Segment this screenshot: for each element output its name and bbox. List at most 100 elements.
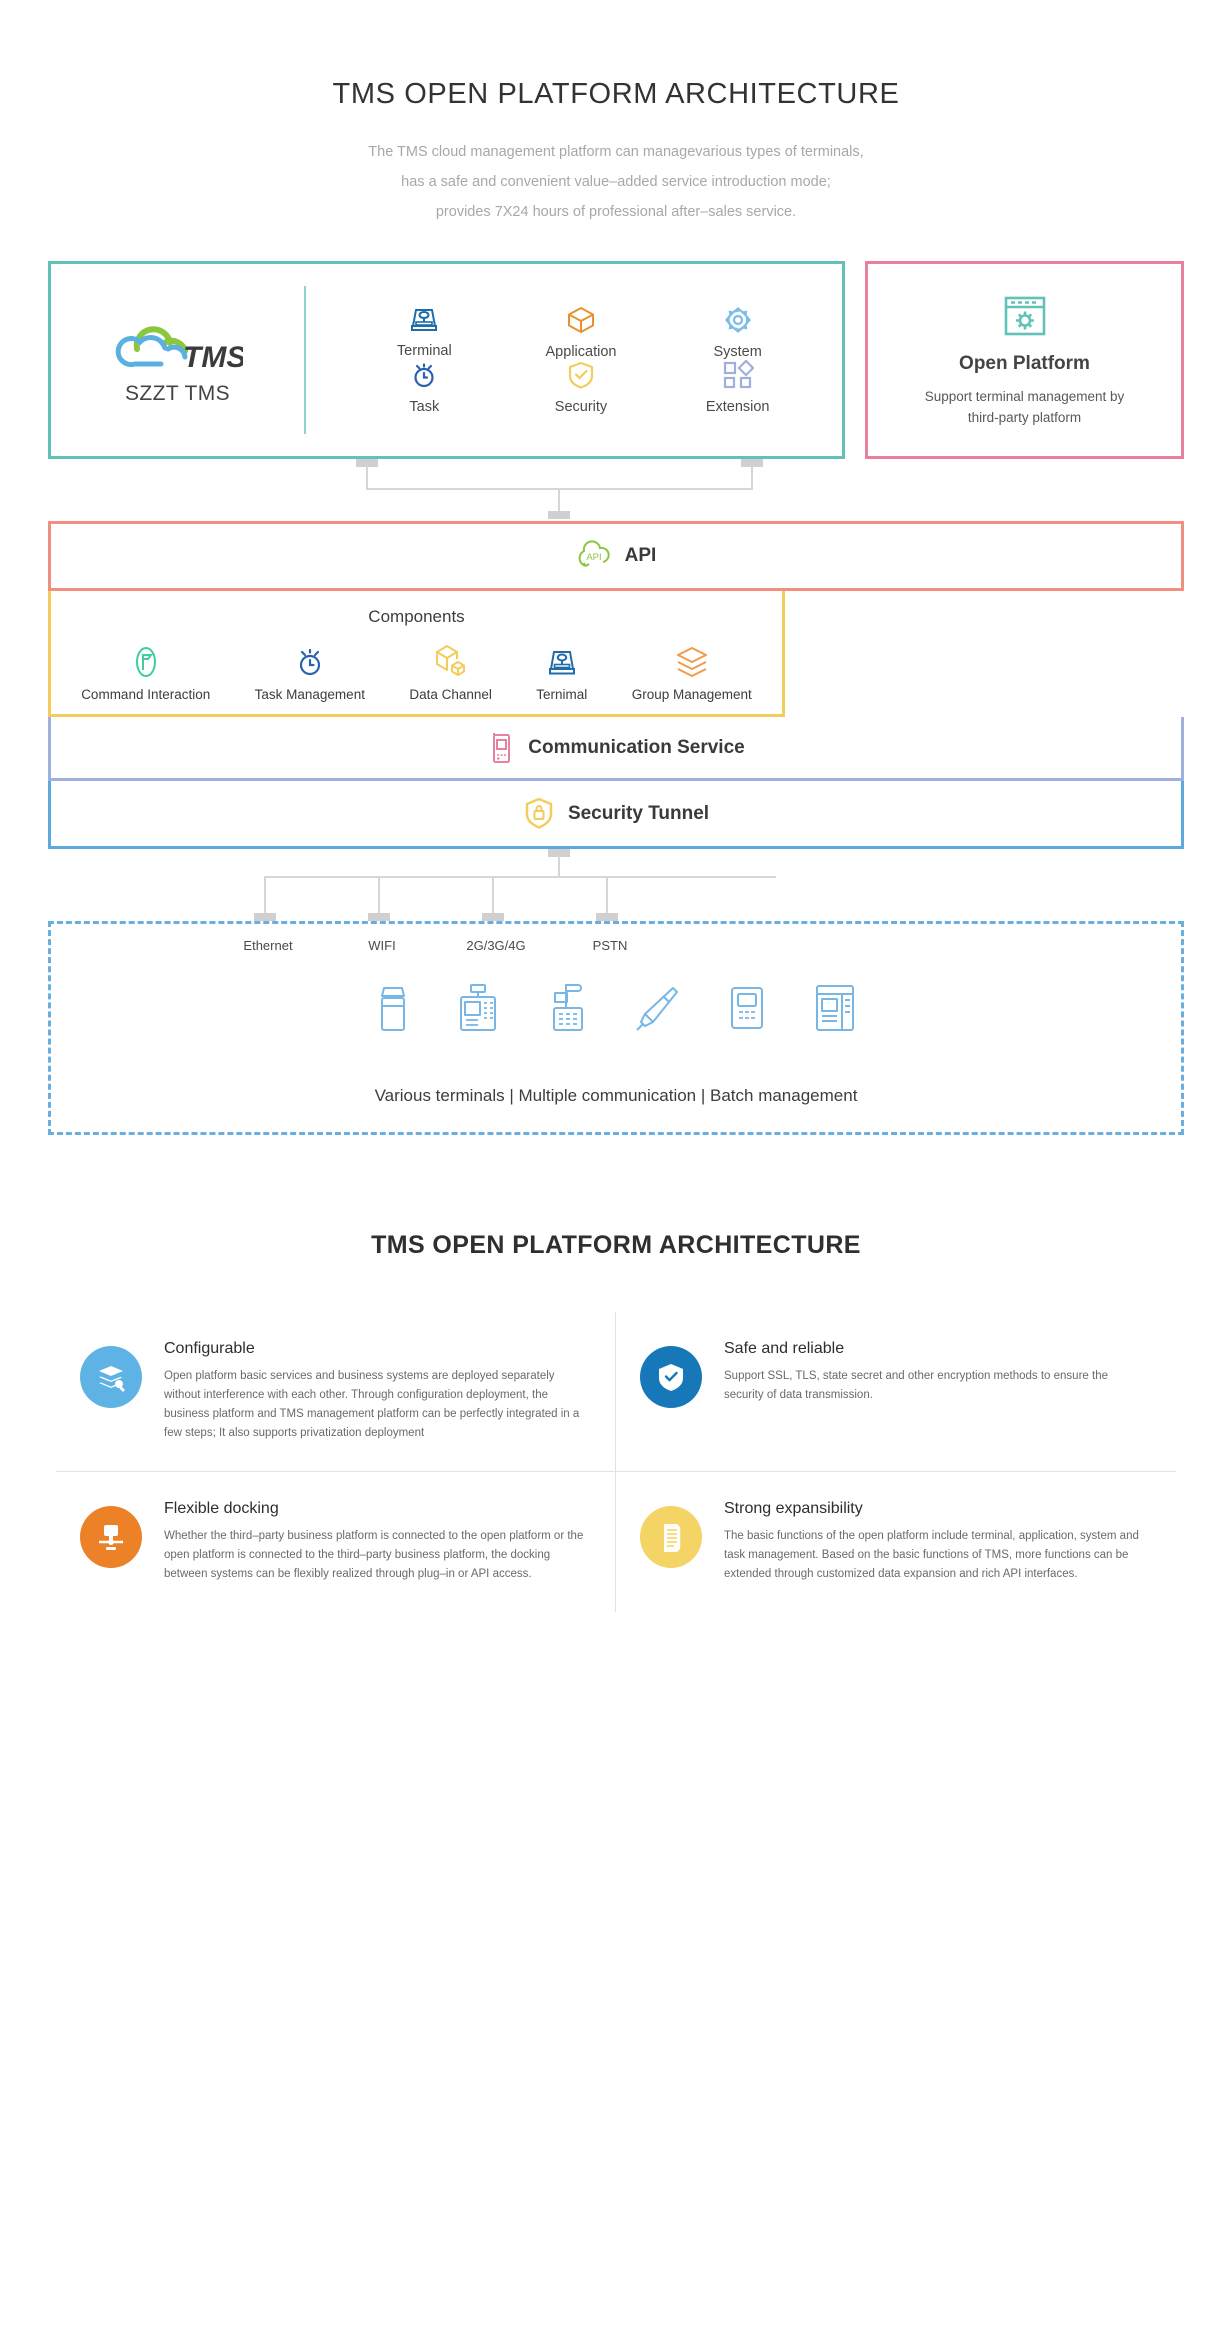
layers-icon xyxy=(675,645,709,679)
security-bar[interactable]: Security Tunnel xyxy=(48,781,1184,849)
network-label-ethernet: Ethernet xyxy=(243,938,293,953)
terminal-device-icons xyxy=(51,982,1181,1034)
card-desc: Open platform basic services and busines… xyxy=(164,1370,580,1439)
svg-text:API: API xyxy=(586,552,601,563)
platform-feature-grid: Terminal Application System xyxy=(306,297,842,423)
gear-icon xyxy=(723,305,753,335)
tms-platform-box: TMS SZZT TMS Terminal Applicatio xyxy=(48,261,845,459)
terminal-icon xyxy=(546,649,578,679)
page-title: TMS OPEN PLATFORM ARCHITECTURE xyxy=(332,78,900,110)
card-title: Strong expansibility xyxy=(724,1500,863,1517)
card-desc: Support SSL, TLS, state secret and other… xyxy=(724,1370,1108,1401)
component-data-channel[interactable]: Data Channel xyxy=(409,643,492,702)
feature-label: Security xyxy=(554,399,608,415)
card-title: Safe and reliable xyxy=(724,1340,845,1357)
feature-terminal[interactable]: Terminal xyxy=(397,306,452,359)
play-badge-icon xyxy=(131,645,161,679)
atm-icon xyxy=(813,982,857,1034)
extension-icon xyxy=(722,360,754,390)
security-label: Security Tunnel xyxy=(567,802,710,824)
card-desc: Whether the third–party business platfor… xyxy=(164,1530,584,1580)
components-box: Components Command Interaction Task Mana… xyxy=(48,591,785,717)
open-desc-line: Support terminal management by xyxy=(924,388,1125,404)
card-title: Configurable xyxy=(164,1340,255,1357)
feature-security[interactable]: Security xyxy=(555,360,607,415)
api-label: API xyxy=(624,545,657,566)
feature-task[interactable]: Task xyxy=(409,360,439,415)
feature-system[interactable]: System xyxy=(713,305,762,360)
page-subtitle: The TMS cloud management platform can ma… xyxy=(48,137,1184,227)
handset-icon xyxy=(487,731,515,765)
communication-label: Communication Service xyxy=(528,736,745,758)
network-label-pstn: PSTN xyxy=(592,938,628,953)
components-title: Components xyxy=(368,607,465,626)
top-row: TMS SZZT TMS Terminal Applicatio xyxy=(48,261,1184,459)
brand-block: TMS SZZT TMS xyxy=(51,315,304,406)
component-label: Data Channel xyxy=(409,687,492,702)
card-title: Flexible docking xyxy=(164,1500,279,1517)
network-label-wifi: WIFI xyxy=(368,938,396,953)
terminal-icon xyxy=(409,306,439,334)
box-icon xyxy=(566,305,596,335)
connector-bottom xyxy=(48,849,1184,921)
clock-icon xyxy=(409,360,439,390)
components-grid: Command Interaction Task Management Data… xyxy=(51,643,782,702)
data-cube-icon xyxy=(434,643,468,679)
communication-bar[interactable]: Communication Service xyxy=(48,717,1184,781)
feature-application[interactable]: Application xyxy=(545,305,617,360)
card-body: Safe and reliable Support SSL, TLS, stat… xyxy=(724,1340,1150,1443)
layers-wrench-icon xyxy=(80,1346,142,1408)
architecture-page: TMS OPEN PLATFORM ARCHITECTURE The TMS c… xyxy=(0,78,1232,1612)
card-body: Configurable Open platform basic service… xyxy=(164,1340,589,1443)
open-platform-desc: Support terminal management by third-par… xyxy=(925,386,1125,428)
feature-extension[interactable]: Extension xyxy=(706,360,770,415)
terminals-tagline: Various terminals | Multiple communicati… xyxy=(374,1086,858,1105)
logo-text: TMS xyxy=(183,341,243,373)
component-label: Command Interaction xyxy=(81,687,211,702)
component-command-interaction[interactable]: Command Interaction xyxy=(81,645,210,702)
kiosk-icon xyxy=(376,982,410,1034)
feature-label: Task xyxy=(409,399,440,415)
network-label-mobile: 2G/3G/4G xyxy=(466,938,526,953)
alarm-clock-icon xyxy=(294,645,326,679)
subtitle-line: The TMS cloud management platform can ma… xyxy=(368,144,864,160)
shield-icon xyxy=(567,360,595,390)
subtitle-line: has a safe and convenient value–added se… xyxy=(401,174,831,190)
network-labels: Ethernet WIFI 2G/3G/4G PSTN xyxy=(51,938,1181,958)
handheld-scanner-icon xyxy=(633,982,681,1034)
card-body: Flexible docking Whether the third–party… xyxy=(164,1500,589,1584)
shield-lock-icon xyxy=(523,796,555,832)
notebook-icon xyxy=(640,1506,702,1568)
open-platform-title: Open Platform xyxy=(959,352,1090,374)
feature-cards: Configurable Open platform basic service… xyxy=(48,1312,1184,1612)
service-stack: API API Components Command Interaction T… xyxy=(48,521,1184,849)
pos-scale-icon xyxy=(457,982,503,1034)
feature-label: System xyxy=(713,344,762,360)
api-cloud-icon: API xyxy=(576,539,612,573)
feature-label: Application xyxy=(545,344,617,360)
card-flexible-docking[interactable]: Flexible docking Whether the third–party… xyxy=(56,1472,616,1612)
component-group-management[interactable]: Group Management xyxy=(632,645,752,702)
open-desc-line: third-party platform xyxy=(967,409,1082,425)
api-bar[interactable]: API API xyxy=(48,521,1184,591)
component-terminal[interactable]: Ternimal xyxy=(536,649,587,702)
component-label: Task Management xyxy=(254,687,365,702)
card-configurable[interactable]: Configurable Open platform basic service… xyxy=(56,1312,616,1472)
component-label: Ternimal xyxy=(536,687,588,702)
feature-label: Terminal xyxy=(396,343,452,359)
open-platform-box: Open Platform Support terminal managemen… xyxy=(865,261,1184,459)
component-label: Group Management xyxy=(631,687,752,702)
shield-check-icon xyxy=(640,1346,702,1408)
card-body: Strong expansibility The basic functions… xyxy=(724,1500,1150,1584)
terminals-box: Ethernet WIFI 2G/3G/4G PSTN xyxy=(48,921,1184,1135)
docking-icon xyxy=(80,1506,142,1568)
browser-gear-icon xyxy=(1002,293,1048,339)
pinpad-printer-icon xyxy=(550,982,586,1034)
subtitle-line: provides 7X24 hours of professional afte… xyxy=(435,204,797,220)
card-safe-and-reliable[interactable]: Safe and reliable Support SSL, TLS, stat… xyxy=(616,1312,1176,1472)
section2-title: TMS OPEN PLATFORM ARCHITECTURE xyxy=(371,1231,861,1259)
component-task-management[interactable]: Task Management xyxy=(255,645,365,702)
card-reader-icon xyxy=(728,982,766,1034)
card-strong-expansibility[interactable]: Strong expansibility The basic functions… xyxy=(616,1472,1176,1612)
vertical-divider xyxy=(304,286,306,434)
